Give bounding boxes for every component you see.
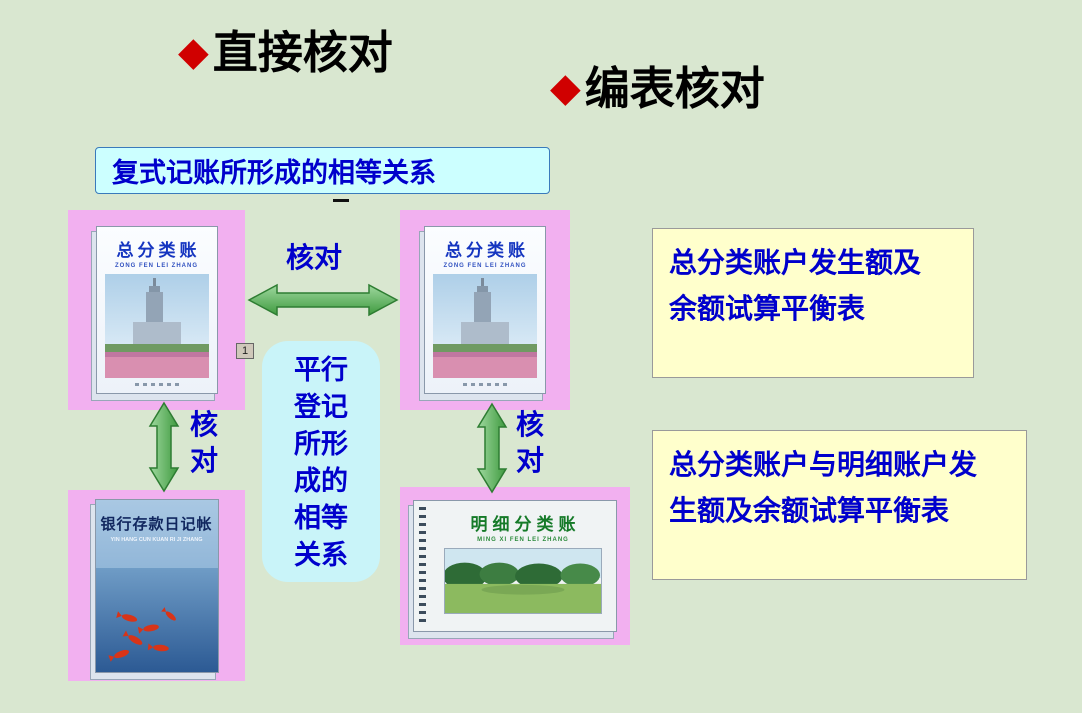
book-subtitle: ZONG FEN LEI ZHANG	[443, 263, 527, 269]
book-subtitle: YIN HANG CUN KUAN RI JI ZHANG	[110, 536, 203, 543]
book-subtitle: MING XI FEN LEI ZHANG	[477, 537, 569, 543]
garden-photo-icon	[444, 548, 602, 614]
subsidiary-ledger-book: 明细分类账 MING XI FEN LEI ZHANG	[408, 500, 617, 639]
panel-bank-journal: 银行存款日记帐 YIN HANG CUN KUAN RI JI ZHANG	[68, 490, 245, 681]
bank-journal-book: 银行存款日记帐 YIN HANG CUN KUAN RI JI ZHANG	[89, 498, 219, 680]
book-title: 总分类账	[116, 241, 201, 260]
parallel-line: 关系	[294, 540, 348, 570]
double-arrow-vertical-right-icon	[473, 402, 511, 494]
parallel-registration-box: 平行 登记 所形 成的 相等 关系	[262, 341, 380, 582]
tower-photo-icon	[104, 274, 209, 378]
double-arrow-horizontal-icon	[247, 281, 399, 319]
general-ledger-book-left: 总分类账 ZONG FEN LEI ZHANG	[90, 226, 218, 401]
panel-general-ledger-left: 总分类账 ZONG FEN LEI ZHANG	[68, 210, 245, 410]
book-title: 总分类账	[445, 241, 529, 260]
check-label-left: 核对	[189, 410, 218, 477]
panel-subsidiary-ledger: 明细分类账 MING XI FEN LEI ZHANG	[400, 487, 630, 645]
parallel-line: 相等	[294, 503, 348, 533]
sequence-marker-badge: 1	[236, 343, 254, 359]
double-arrow-vertical-left-icon	[145, 401, 183, 493]
callout-general-vs-subsidiary-trial-balance: 总分类账户与明细账户发生额及余额试算平衡表	[652, 430, 1027, 580]
panel-general-ledger-right: 总分类账 ZONG FEN LEI ZHANG	[400, 210, 570, 410]
general-ledger-book-right: 总分类账 ZONG FEN LEI ZHANG	[419, 226, 546, 401]
fish-pond-photo-icon	[95, 567, 218, 672]
parallel-line: 成的	[294, 466, 348, 496]
heading-direct-check: ◆直接核对	[178, 16, 393, 81]
publisher-dots	[463, 383, 507, 386]
spiral-binding-icon	[419, 507, 426, 625]
double-entry-relationship-label: 复式记账所形成的相等关系	[112, 158, 436, 188]
heading-table-check: ◆编表核对	[550, 52, 765, 117]
heading-direct-check-text: 直接核对	[212, 28, 393, 78]
diamond-bullet-icon: ◆	[178, 29, 209, 74]
check-label-top: 核对	[286, 243, 343, 274]
stray-underscore-mark	[333, 199, 349, 202]
parallel-line: 所形	[294, 429, 348, 459]
book-title: 明细分类账	[470, 515, 581, 534]
publisher-dots	[134, 383, 179, 386]
double-entry-relationship-box: 复式记账所形成的相等关系	[95, 147, 550, 194]
parallel-line: 平行	[294, 355, 348, 385]
book-title: 银行存款日记帐	[100, 516, 213, 533]
book-subtitle: ZONG FEN LEI ZHANG	[115, 263, 198, 269]
callout-general-trial-balance: 总分类账户发生额及余额试算平衡表	[652, 228, 974, 378]
diamond-bullet-icon: ◆	[550, 65, 581, 110]
check-label-right: 核对	[515, 410, 544, 477]
tower-photo-icon	[433, 274, 537, 378]
heading-table-check-text: 编表核对	[584, 64, 765, 114]
parallel-line: 登记	[294, 392, 348, 422]
